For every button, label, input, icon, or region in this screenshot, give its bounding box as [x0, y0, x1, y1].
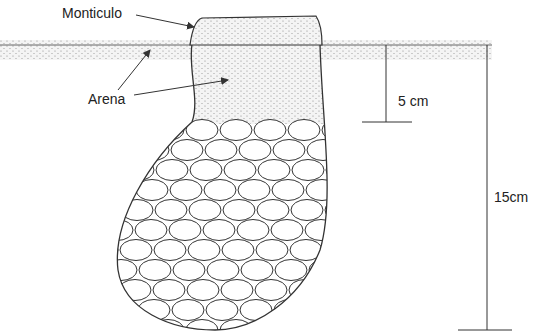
- egg: [322, 320, 354, 334]
- egg: [254, 320, 286, 334]
- egg: [223, 200, 255, 221]
- egg: [173, 260, 205, 281]
- part-label: Arena: [88, 92, 125, 106]
- egg: [322, 120, 354, 141]
- egg: [325, 200, 357, 221]
- egg: [326, 160, 358, 181]
- egg: [156, 160, 188, 181]
- egg: [271, 220, 303, 241]
- egg: [122, 160, 154, 181]
- mound-label: Monticulo: [62, 6, 122, 20]
- egg: [172, 300, 204, 321]
- egg: [105, 260, 137, 281]
- egg: [292, 160, 324, 181]
- egg: [154, 240, 186, 261]
- nest-outline: [117, 44, 327, 330]
- egg: [220, 120, 252, 141]
- mound: [190, 16, 322, 45]
- egg: [203, 220, 235, 241]
- neck-sand: [150, 44, 340, 124]
- egg: [224, 160, 256, 181]
- egg: [240, 300, 272, 321]
- egg: [272, 180, 304, 201]
- dimension-label: 15cm: [494, 190, 528, 204]
- egg: [222, 240, 254, 261]
- dimension-tick: [362, 122, 412, 123]
- egg: [288, 120, 320, 141]
- egg: [237, 220, 269, 241]
- egg: [155, 200, 187, 221]
- egg: [206, 300, 238, 321]
- egg: [207, 260, 239, 281]
- egg: [306, 180, 338, 201]
- egg: [323, 280, 355, 301]
- egg: [137, 140, 169, 161]
- egg: [254, 120, 286, 141]
- egg: [139, 260, 171, 281]
- egg: [291, 200, 323, 221]
- egg: [305, 220, 337, 241]
- egg: [186, 320, 218, 334]
- egg: [87, 200, 119, 221]
- egg: [289, 280, 321, 301]
- egg: [205, 140, 237, 161]
- egg: [119, 280, 151, 301]
- egg: [324, 240, 356, 261]
- egg: [238, 180, 270, 201]
- egg: [152, 120, 184, 141]
- egg: [204, 180, 236, 201]
- egg: [136, 180, 168, 201]
- egg: [84, 320, 116, 334]
- egg: [118, 320, 150, 334]
- leader-arrow: [118, 50, 150, 90]
- egg: [255, 280, 287, 301]
- egg: [190, 160, 222, 181]
- egg: [84, 120, 116, 141]
- egg: [308, 300, 340, 321]
- egg: [220, 320, 252, 334]
- egg: [103, 140, 135, 161]
- egg: [88, 160, 120, 181]
- egg: [241, 260, 273, 281]
- egg: [189, 200, 221, 221]
- dimension-line: [487, 45, 488, 330]
- egg: [273, 140, 305, 161]
- egg: [153, 280, 185, 301]
- egg: [102, 180, 134, 201]
- egg: [135, 220, 167, 241]
- egg: [256, 240, 288, 261]
- leader-arrow: [134, 80, 228, 95]
- egg: [221, 280, 253, 301]
- egg: [104, 300, 136, 321]
- egg: [258, 160, 290, 181]
- egg: [187, 280, 219, 301]
- egg: [239, 140, 271, 161]
- egg: [171, 140, 203, 161]
- dimension-tick: [458, 330, 512, 331]
- egg: [170, 180, 202, 201]
- egg: [169, 220, 201, 241]
- dimension-label: 5 cm: [398, 94, 428, 108]
- egg: [274, 300, 306, 321]
- egg: [307, 140, 339, 161]
- egg: [257, 200, 289, 221]
- egg: [275, 260, 307, 281]
- egg: [118, 120, 150, 141]
- eggs: [84, 120, 358, 334]
- egg: [86, 240, 118, 261]
- egg: [85, 280, 117, 301]
- dimension-line: [386, 45, 387, 122]
- egg: [120, 240, 152, 261]
- egg: [188, 240, 220, 261]
- egg: [288, 320, 320, 334]
- leader-arrow: [136, 15, 194, 27]
- egg: [101, 220, 133, 241]
